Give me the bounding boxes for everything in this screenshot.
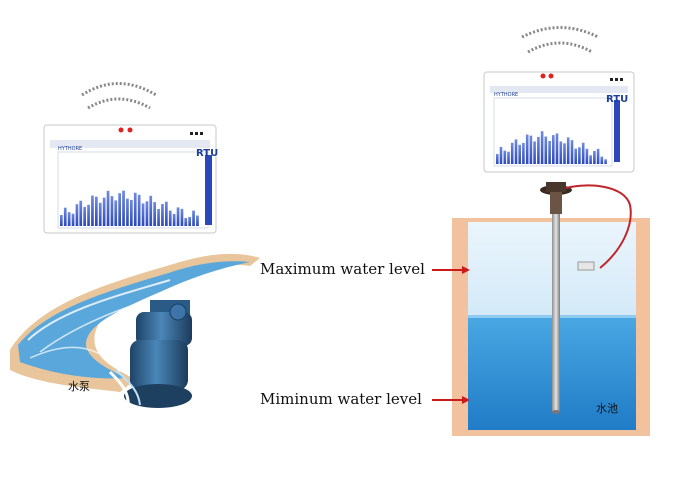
rtu-screen-bar xyxy=(110,196,114,226)
river xyxy=(10,253,260,392)
rtu-screen-bar xyxy=(91,195,94,226)
rtu-screen-bar xyxy=(75,204,79,226)
rtu-screen-bar xyxy=(499,146,503,164)
rtu-screen-bar xyxy=(589,155,592,164)
rtu-screen-bar xyxy=(507,151,510,164)
rtu-screen-bar xyxy=(578,147,581,164)
rtu-screen-bar xyxy=(196,215,199,226)
rtu-screen-bar xyxy=(570,140,574,164)
rtu-screen-bar xyxy=(503,150,507,164)
rtu-screen-bar xyxy=(574,148,577,164)
rtu-right-device: HYTHORE xyxy=(483,71,635,173)
rtu-screen-bar xyxy=(566,137,570,164)
svg-text:HYTHORE: HYTHORE xyxy=(494,92,518,98)
rtu-screen-bar xyxy=(529,135,533,164)
rtu-screen-bar xyxy=(593,151,596,164)
rtu-screen-bar xyxy=(552,135,555,164)
rtu-screen-bar xyxy=(157,209,160,226)
level-sensor xyxy=(540,182,632,414)
water-tank xyxy=(452,218,650,436)
rtu-screen-bar xyxy=(596,148,600,164)
rtu-right-tag: RTU xyxy=(606,94,629,105)
rtu-screen-bar xyxy=(133,192,137,226)
rtu-screen-bar xyxy=(168,210,172,226)
rtu-screen-bar xyxy=(153,202,156,226)
rtu-screen-bar xyxy=(537,136,540,164)
rtu-screen-bar xyxy=(137,194,141,226)
rtu-screen-bar xyxy=(172,213,176,226)
rtu-screen-bar xyxy=(180,208,184,226)
rtu-screen-bar xyxy=(192,210,195,226)
min-level-arrow xyxy=(432,396,470,404)
tank-caption: 水池 xyxy=(596,402,618,415)
rtu-screen-bar xyxy=(145,201,149,226)
rtu-screen-bar xyxy=(118,193,121,226)
rtu-screen-bar xyxy=(141,203,145,226)
rtu-screen-bar xyxy=(188,216,191,226)
rtu-screen-bar xyxy=(510,142,514,164)
rtu-screen-bar xyxy=(71,213,75,226)
rtu-screen-bar xyxy=(126,198,129,226)
rtu-screen-bar xyxy=(604,159,607,164)
rtu-screen-bar xyxy=(79,200,83,226)
rtu-screen-bar xyxy=(149,195,153,226)
rtu-screen-bar xyxy=(95,196,98,226)
rtu-left-tag: RTU xyxy=(196,148,219,159)
rtu-screen-bar xyxy=(518,144,521,164)
max-water-level-label: Maximum water level xyxy=(260,260,425,278)
rtu-screen-bar xyxy=(83,206,86,226)
rtu-screen-bar xyxy=(106,190,110,226)
rtu-left-bargraph xyxy=(60,190,199,226)
rtu-screen-bar xyxy=(585,148,589,164)
min-water-level-label: Miminum water level xyxy=(260,390,422,408)
rtu-screen-bar xyxy=(122,190,125,226)
rtu-screen-bar xyxy=(165,201,168,226)
rtu-left-signal xyxy=(81,82,157,110)
rtu-screen-bar xyxy=(544,136,548,164)
rtu-screen-bar xyxy=(563,143,566,164)
rtu-screen-bar xyxy=(63,207,67,226)
rtu-screen-bar xyxy=(522,142,525,164)
rtu-screen-bar xyxy=(184,218,188,226)
rtu-screen-bar xyxy=(130,199,133,226)
rtu-screen-bar xyxy=(600,156,604,164)
rtu-screen-bar xyxy=(161,204,164,226)
rtu-screen-bar xyxy=(60,215,63,226)
rtu-screen-bar xyxy=(102,197,106,226)
rtu-right-signal xyxy=(521,26,599,54)
rtu-right-bargraph xyxy=(496,131,607,164)
rtu-screen-bar xyxy=(87,204,90,226)
svg-text:HYTHORE: HYTHORE xyxy=(58,146,82,152)
rtu-screen-bar xyxy=(540,131,544,164)
water-pump xyxy=(108,300,192,409)
rtu-screen-bar xyxy=(555,133,559,164)
rtu-screen-bar xyxy=(525,134,529,164)
rtu-screen-bar xyxy=(496,154,499,164)
rtu-screen-bar xyxy=(581,142,585,164)
rtu-screen-bar xyxy=(176,207,180,226)
rtu-screen-bar xyxy=(98,202,102,226)
rtu-screen-bar xyxy=(548,140,551,164)
max-level-arrow xyxy=(432,266,470,274)
rtu-screen-bar xyxy=(533,141,536,164)
rtu-screen-bar xyxy=(67,212,71,226)
rtu-screen-bar xyxy=(114,200,118,226)
rtu-screen-bar xyxy=(559,141,563,164)
pump-caption: 水泵 xyxy=(68,380,90,393)
rtu-screen-bar xyxy=(514,139,518,164)
